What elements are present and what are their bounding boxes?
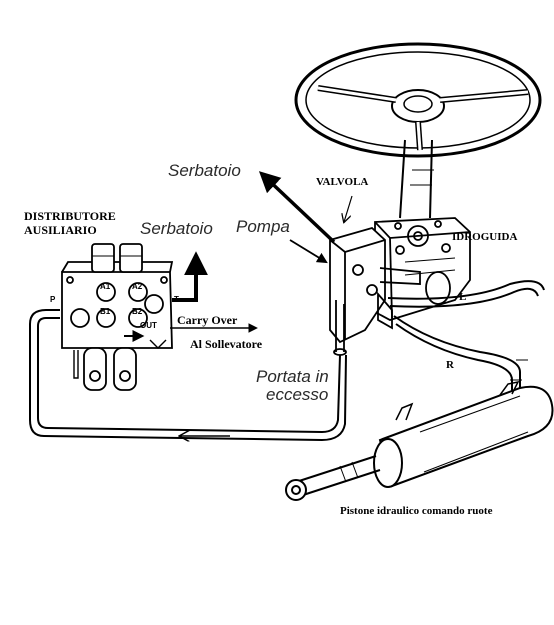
distributore-label-line1: DISTRIBUTORE	[24, 209, 116, 223]
arrow-valvola-pointer	[344, 195, 353, 222]
port-l-label: L	[459, 291, 466, 303]
idroguida-body	[374, 217, 471, 321]
arrow-valvola-serbatoio	[258, 171, 336, 244]
port-r-label: R	[446, 359, 455, 371]
steering-wheel	[294, 42, 542, 219]
port-label-t: T	[174, 295, 179, 304]
port-label-b2: B2	[132, 307, 143, 316]
hoses-l-r	[387, 280, 545, 404]
serbatoio-mid-label: Serbatoio	[140, 219, 213, 238]
serbatoio-top-label: Serbatoio	[168, 161, 241, 180]
distributore-label-line2: AUSILIARIO	[24, 223, 97, 237]
distributore-ausiliario	[61, 243, 174, 391]
port-label-p: P	[50, 295, 56, 304]
port-label-out: OUT	[140, 321, 157, 330]
valvola-label: VALVOLA	[316, 176, 368, 188]
idroguida-label: IDROGUIDA	[452, 231, 517, 243]
arrow-t-to-serbatoio	[172, 251, 208, 302]
valvola-block	[329, 226, 421, 356]
pompa-label: Pompa	[236, 217, 290, 236]
al-sollevatore-label: Al Sollevatore	[190, 337, 263, 351]
port-label-b1: B1	[100, 307, 111, 316]
portata-label-line1: Portata in	[256, 367, 329, 386]
port-label-a2: A2	[132, 282, 143, 291]
port-label-a1: A1	[100, 282, 111, 291]
arrow-pompa	[289, 239, 328, 264]
hydraulic-cylinder	[285, 380, 554, 501]
carry-over-label: Carry Over	[177, 313, 238, 327]
pipe-return-loop	[29, 309, 347, 442]
pistone-label: Pistone idraulico comando ruote	[340, 505, 493, 517]
portata-label-line2: eccesso	[266, 385, 328, 404]
